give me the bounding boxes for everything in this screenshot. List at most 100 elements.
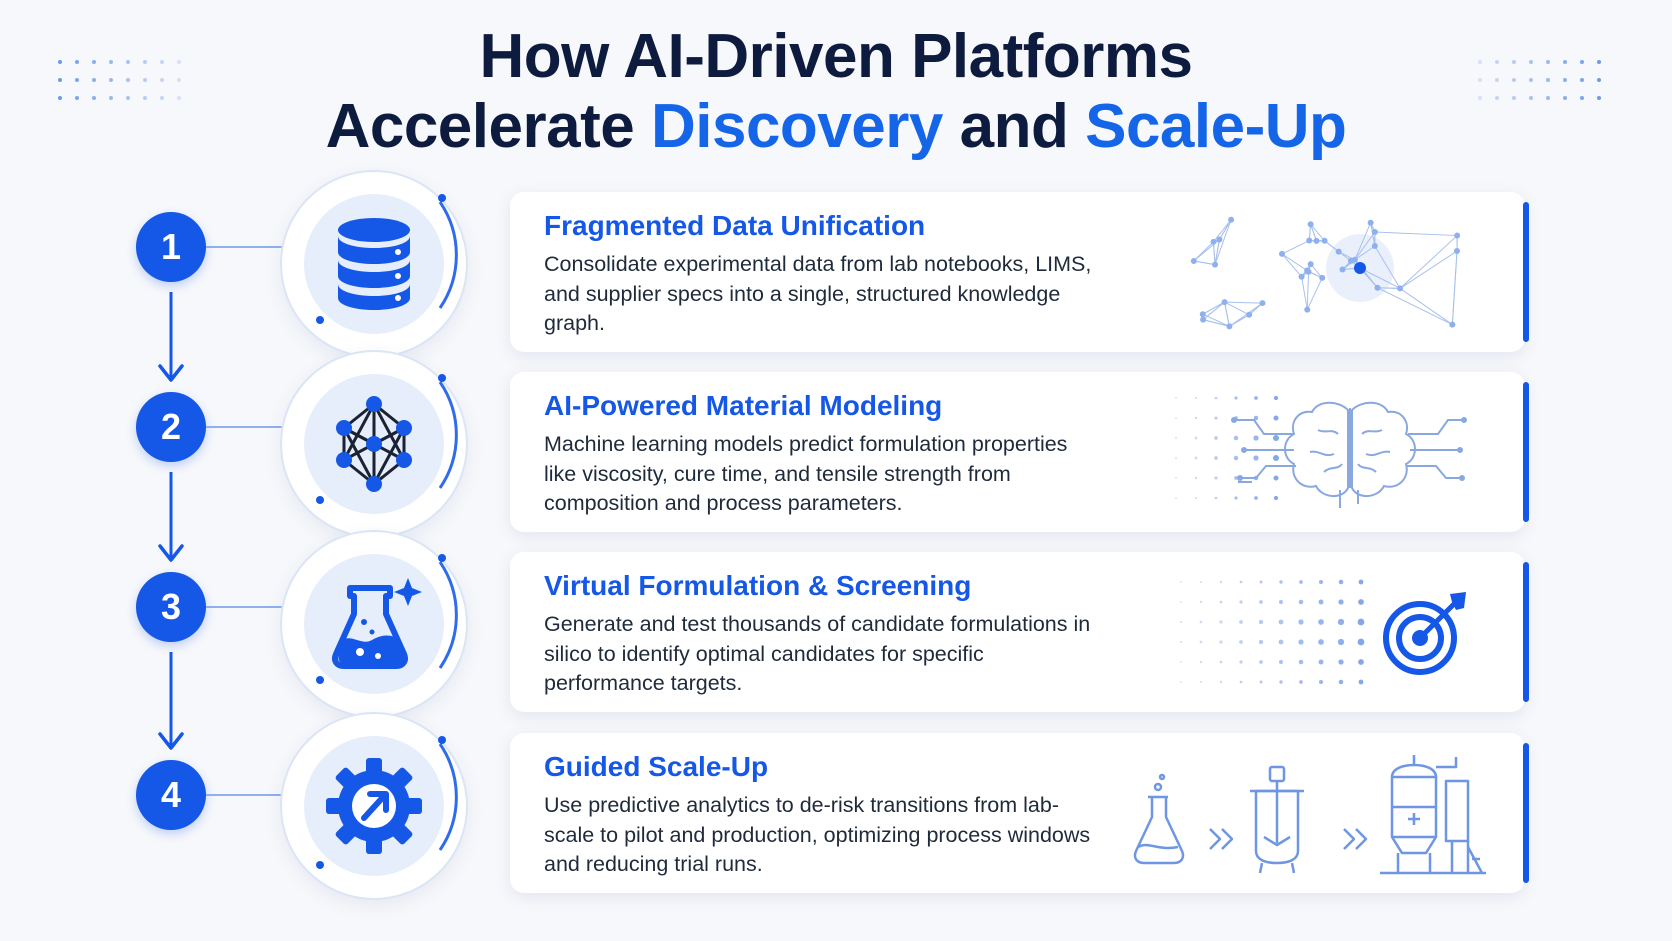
decorative-dot <box>1214 436 1218 440</box>
decorative-dot <box>92 96 96 100</box>
network-node <box>1307 221 1314 228</box>
decorative-dot <box>1199 660 1203 664</box>
decorative-dot <box>1529 60 1533 64</box>
network-node <box>1212 261 1219 268</box>
decorative-dot <box>1233 435 1239 441</box>
network-node <box>1339 266 1346 273</box>
network-node <box>1304 306 1311 313</box>
down-arrow-1-to-2 <box>158 292 184 382</box>
network-node <box>1351 256 1358 263</box>
decorative-dot <box>1299 680 1303 684</box>
network-node <box>1221 299 1228 306</box>
decorative-dot <box>1278 659 1284 665</box>
decorative-dot <box>126 96 130 100</box>
title-accent-scale-up: Scale-Up <box>1085 92 1347 161</box>
network-node <box>1313 237 1320 244</box>
card-accent-edge <box>1523 743 1529 883</box>
network-node <box>1374 284 1381 291</box>
decorative-dot <box>177 96 181 100</box>
decorative-dot <box>1337 638 1345 646</box>
decorative-dot-grid-left <box>58 60 188 110</box>
decorative-dot <box>1219 600 1223 604</box>
decorative-dot <box>1580 78 1584 82</box>
step-1-card: Fragmented Data Unification Consolidate … <box>510 192 1529 352</box>
network-node <box>1397 285 1404 292</box>
decorative-dot <box>92 78 96 82</box>
decorative-dot <box>1199 640 1203 644</box>
brain-circuit-icon <box>1231 401 1467 508</box>
decorative-dot <box>1279 680 1283 684</box>
beaker-sparkle-icon <box>304 554 444 694</box>
decorative-dot <box>1358 579 1364 585</box>
step-2-card: AI-Powered Material Modeling Machine lea… <box>510 372 1529 532</box>
decorative-dot <box>1194 416 1198 420</box>
decorative-dot <box>1175 397 1177 399</box>
decorative-dot <box>1512 96 1516 100</box>
decorative-dot <box>1259 660 1263 664</box>
step-2-title: AI-Powered Material Modeling <box>544 390 943 421</box>
decorative-dot <box>1338 659 1344 665</box>
decorative-dot <box>1529 96 1533 100</box>
decorative-dot <box>1298 659 1304 665</box>
decorative-dot <box>1234 476 1238 480</box>
decorative-dot <box>1254 496 1258 500</box>
decorative-dot <box>1495 78 1499 82</box>
step-4-icon-ring <box>280 712 468 900</box>
decorative-dot <box>1214 456 1218 460</box>
decorative-dot-grid-right <box>1478 60 1618 110</box>
network-node <box>1190 257 1197 264</box>
decorative-dot <box>1298 639 1304 645</box>
decorative-dot <box>1219 620 1223 624</box>
decorative-dot <box>1546 60 1550 64</box>
decorative-dot <box>1278 599 1284 605</box>
decorative-dot <box>1180 581 1182 583</box>
step-3-card: Virtual Formulation & Screening Generate… <box>510 552 1529 712</box>
decorative-dot <box>1194 456 1198 460</box>
database-icon <box>304 194 444 334</box>
decorative-dot <box>1357 638 1365 646</box>
connector-line-2 <box>206 426 284 428</box>
decorative-dot <box>1495 60 1499 64</box>
decorative-dot <box>1529 78 1533 82</box>
network-node <box>1367 219 1374 226</box>
decorative-dot <box>1298 619 1304 625</box>
decorative-dot <box>1199 600 1203 604</box>
gear-arrow-icon <box>304 736 444 876</box>
decorative-dot <box>1299 580 1303 584</box>
decorative-dot <box>1219 640 1223 644</box>
decorative-dot <box>1358 659 1364 665</box>
decorative-dot <box>1597 60 1601 64</box>
decorative-dot <box>1318 599 1324 605</box>
decorative-dot <box>1254 396 1258 400</box>
step-1-title: Fragmented Data Unification <box>544 210 926 241</box>
title-line-2-part-3: and <box>959 92 1069 161</box>
network-node <box>1200 316 1207 323</box>
connector-line-3 <box>206 606 284 608</box>
decorative-dot <box>1194 396 1198 400</box>
network-node <box>1449 321 1456 328</box>
decorative-dot <box>1180 681 1182 683</box>
decorative-dot <box>1219 660 1223 664</box>
step-1-description: Consolidate experimental data from lab n… <box>544 252 1092 335</box>
decorative-dot <box>1318 619 1324 625</box>
decorative-dot <box>1278 619 1284 625</box>
network-node <box>1335 248 1342 255</box>
decorative-dot <box>1597 78 1601 82</box>
decorative-dot <box>1512 78 1516 82</box>
step-4-description: Use predictive analytics to de-risk tran… <box>544 793 1091 876</box>
decorative-dot <box>1174 436 1178 440</box>
decorative-dot-matrix <box>1174 395 1279 501</box>
page-title: How AI-Driven Platforms Accelerate Disco… <box>0 22 1672 162</box>
decorative-dot <box>1179 600 1183 604</box>
decorative-dot <box>1580 60 1584 64</box>
step-2-icon-ring <box>280 350 468 538</box>
decorative-dot <box>1253 435 1259 441</box>
network-node <box>1210 238 1217 245</box>
decorative-dot <box>1563 78 1567 82</box>
decorative-dot <box>1259 580 1263 584</box>
decorative-dot <box>1478 96 1482 100</box>
decorative-dot <box>1478 78 1482 82</box>
neural-network-icon <box>304 374 444 514</box>
decorative-dot <box>1259 600 1263 604</box>
decorative-dot <box>1179 660 1183 664</box>
